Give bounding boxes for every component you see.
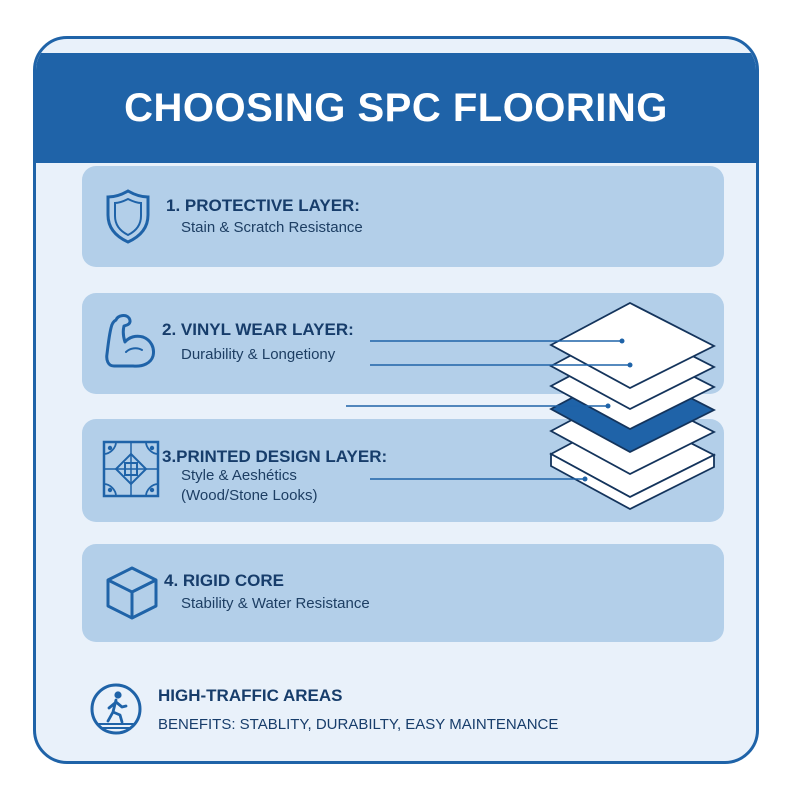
walking-person-icon	[89, 682, 143, 736]
layer-1-description: Stain & Scratch Resistance	[181, 219, 363, 236]
layer-panel-protective	[82, 166, 724, 267]
layer-1-title: 1. PROTECTIVE LAYER:	[166, 196, 360, 215]
page-title: CHOOSING SPC FLOORING	[124, 85, 668, 130]
layer-4-description: Stability & Water Resistance	[181, 595, 370, 612]
header-banner: CHOOSING SPC FLOORING	[36, 53, 756, 163]
layer-panel-vinyl-wear	[82, 293, 724, 394]
layer-2-description: Durability & Longetiony	[181, 346, 336, 363]
layer-3-description: Style & Aeshétics	[181, 467, 297, 484]
layer-panel-rigid-core	[82, 544, 724, 642]
tile-pattern-icon	[102, 440, 160, 498]
footer-title: HIGH-TRAFFIC AREAS	[158, 686, 343, 705]
shield-icon	[104, 188, 152, 244]
layer-3-title: 3.PRINTED DESIGN LAYER:	[162, 447, 388, 466]
layer-4-title: 4. RIGID CORE	[164, 571, 284, 590]
footer-benefits: BENEFITS: STABLITY, DURABILTY, EASY MAIN…	[158, 716, 559, 733]
flexed-arm-icon	[102, 312, 158, 372]
cube-icon	[104, 565, 160, 621]
layer-panel-printed-design	[82, 419, 724, 522]
infographic-card: CHOOSING SPC FLOORING	[33, 36, 759, 764]
layer-2-title: 2. VINYL WEAR LAYER:	[162, 320, 354, 339]
layer-3-description-extra: (Wood/Stone Looks)	[181, 487, 318, 504]
